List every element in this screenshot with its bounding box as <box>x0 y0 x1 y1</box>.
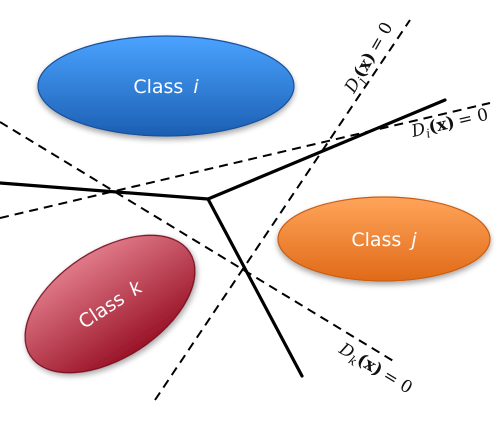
label-dk: Dk(x)= 0 <box>334 339 416 400</box>
boundary-jk <box>206 197 304 378</box>
class-k-region: Class k <box>24 234 196 374</box>
class-i-label: Class i <box>133 76 199 98</box>
class-i-region: Class i <box>37 35 295 137</box>
label-dj: Dj(x)= 0 <box>341 19 400 98</box>
boundary-ij <box>206 98 447 201</box>
class-j-region: Class j <box>277 196 491 282</box>
dashed-line-dj <box>154 19 411 401</box>
dashed-line-di <box>0 102 491 219</box>
dashed-line-dk <box>0 121 396 363</box>
class-j-label: Class j <box>351 229 417 251</box>
boundary-ik <box>0 181 210 201</box>
solid-boundaries <box>0 98 447 378</box>
dashed-lines <box>0 19 491 401</box>
